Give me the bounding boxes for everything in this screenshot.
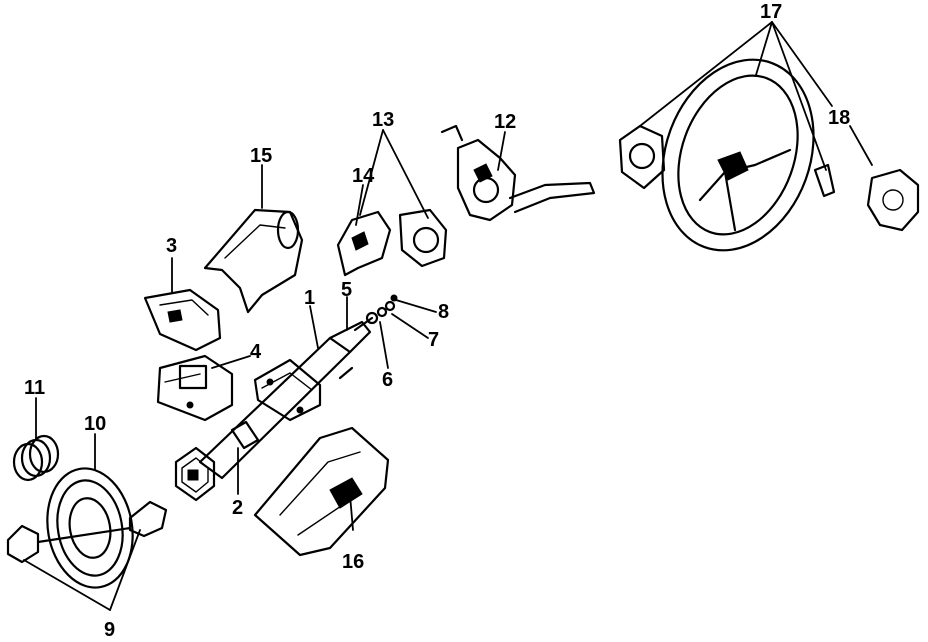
part-9-intermediate-shaft: [6, 500, 168, 564]
label-11: 11: [24, 377, 45, 399]
part-5-8-small-hardware: [353, 294, 398, 332]
leader-lines: [23, 21, 873, 611]
label-17: 17: [760, 1, 782, 23]
label-13: 13: [372, 109, 394, 131]
label-10: 10: [84, 413, 106, 435]
label-1: 1: [304, 287, 315, 309]
part-3-bracket: [143, 288, 222, 352]
part-1-steering-column: [198, 320, 372, 480]
part-10-dust-boot: [46, 467, 134, 589]
part-13-14-switch-components: [336, 208, 448, 277]
label-2: 2: [232, 497, 243, 519]
part-15-upper-shroud: [203, 208, 304, 314]
part-4-lock-housing: [156, 354, 234, 422]
part-12-multifunction-switch: [440, 124, 596, 222]
part-16-lower-shroud: [253, 426, 390, 557]
label-15: 15: [250, 145, 272, 167]
label-16: 16: [342, 551, 364, 573]
part-17-steering-wheel: [618, 58, 836, 252]
label-9: 9: [104, 619, 115, 641]
callout-labels: 1 2 3 4 5 6 7 8 9 10 11 12 13 14 15 16 1…: [24, 1, 850, 641]
label-3: 3: [166, 235, 177, 257]
part-2-universal-joint: [174, 446, 216, 502]
label-7: 7: [428, 329, 439, 351]
label-6: 6: [382, 369, 393, 391]
label-8: 8: [438, 301, 449, 323]
label-4: 4: [250, 341, 262, 363]
label-12: 12: [494, 111, 516, 133]
label-18: 18: [828, 107, 850, 129]
label-5: 5: [341, 279, 352, 301]
part-11-coil-spring: [12, 434, 60, 482]
part-18-horn-pad: [866, 168, 920, 232]
label-14: 14: [352, 165, 375, 187]
